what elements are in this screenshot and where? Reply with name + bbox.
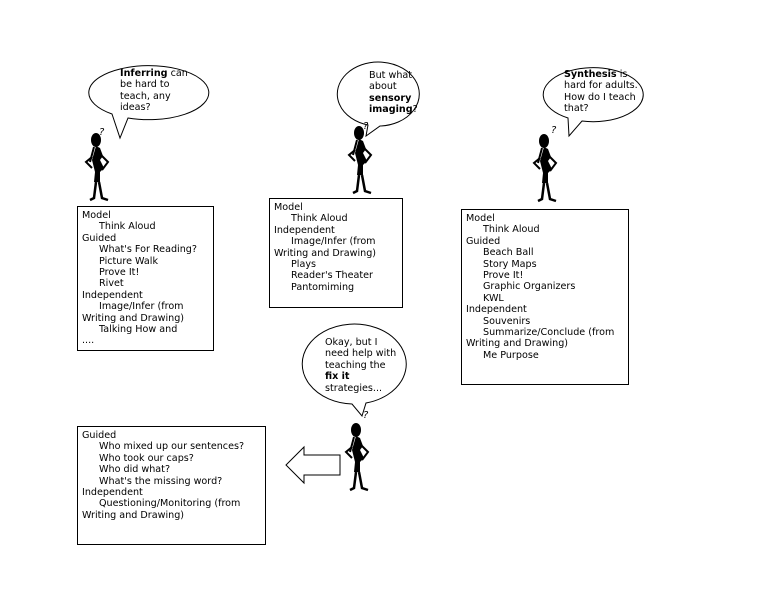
left-arrow xyxy=(285,445,341,485)
strategy-line: Beach Ball xyxy=(483,247,534,259)
strategy-line: Independent xyxy=(274,224,335,236)
qmark-synthesis: ? xyxy=(551,125,557,136)
sensory-bubble-shape xyxy=(336,61,420,138)
strategy-line: Model xyxy=(274,202,303,213)
strategy-line: Plays xyxy=(291,259,317,271)
strategy-line: Model xyxy=(82,210,111,221)
inferring-bubble-shape xyxy=(88,65,210,140)
strategy-line: Think Aloud xyxy=(291,213,348,225)
strategy-line: Think Aloud xyxy=(99,221,156,233)
figure-sensory xyxy=(347,124,373,195)
strategy-line: Story Maps xyxy=(483,258,537,270)
strategy-line: Picture Walk xyxy=(99,255,159,267)
strategy-line: Image/Infer (from Writing and Drawing) xyxy=(82,301,185,324)
synthesis-bubble-text: Synthesis is hard for adults. How do I t… xyxy=(564,69,644,115)
strategy-line: .... xyxy=(82,335,95,347)
qmark-inferring: ? xyxy=(99,127,105,138)
strategy-line: Me Purpose xyxy=(483,349,539,361)
inferring-bubble-text: Inferring can be hard to teach, any idea… xyxy=(120,68,200,114)
synthesis-bubble-shape xyxy=(542,67,644,138)
strategy-line: Who did what? xyxy=(99,464,171,476)
strategy-line: Guided xyxy=(82,232,117,244)
strategy-line: Questioning/Monitoring (from Writing and… xyxy=(82,498,241,521)
strategy-line: Independent xyxy=(466,304,527,316)
fixit-pre: Okay, but I need help with teaching the xyxy=(325,337,397,371)
strategy-line: Rivet xyxy=(99,278,124,290)
strategy-line: Summarize/Conclude (from Writing and Dra… xyxy=(466,327,615,350)
strategy-line: Guided xyxy=(82,430,117,441)
qmark-sensory: ? xyxy=(363,121,369,132)
strategy-line: Prove It! xyxy=(483,270,524,282)
sensory-bold: sensory imaging xyxy=(369,92,413,116)
strategy-line: Souvenirs xyxy=(483,315,531,327)
strategy-line: Model xyxy=(466,213,495,224)
strategy-line: Pantomiming xyxy=(291,281,355,293)
qmark-fixit: ? xyxy=(363,410,369,421)
fixit-bold: fix it xyxy=(325,371,350,383)
sensory-bubble-text: But what about sensory imaging? xyxy=(369,70,427,116)
strategy-line: Think Aloud xyxy=(483,224,540,236)
strategy-line: Independent xyxy=(82,487,143,499)
inferring-rest: can be hard to teach, any ideas? xyxy=(120,68,188,114)
strategy-line: What's For Reading? xyxy=(99,244,197,256)
strategy-line: Graphic Organizers xyxy=(483,281,576,293)
strategy-line: Talking How and xyxy=(99,324,178,336)
strategy-line: What's the missing word? xyxy=(99,475,223,487)
strategy-line: KWL xyxy=(483,292,504,304)
strategy-line: Who took our caps? xyxy=(99,452,194,464)
fixit-bubble-shape xyxy=(301,323,407,418)
strategy-line: Independent xyxy=(82,289,143,301)
figure-fixit xyxy=(344,421,370,492)
inferring-bold: Inferring xyxy=(120,68,168,79)
sensory-pre: But what about xyxy=(369,70,413,93)
synthesis-rest: is hard for adults. How do I teach that? xyxy=(564,69,638,115)
figure-synthesis xyxy=(532,132,558,203)
fixit-bubble-text: Okay, but I need help with teaching the … xyxy=(325,337,401,394)
strategy-line: Reader's Theater xyxy=(291,270,373,282)
strategy-line: Image/Infer (from Writing and Drawing) xyxy=(274,236,377,259)
strategy-line: Who mixed up our sentences? xyxy=(99,441,245,453)
strategy-line: Guided xyxy=(466,235,501,247)
fixit-post: strategies... xyxy=(325,382,383,394)
strategy-line: Prove It! xyxy=(99,267,140,279)
figure-inferring xyxy=(84,131,110,202)
synthesis-bold: Synthesis xyxy=(564,69,617,80)
sensory-post: ? xyxy=(412,104,418,116)
